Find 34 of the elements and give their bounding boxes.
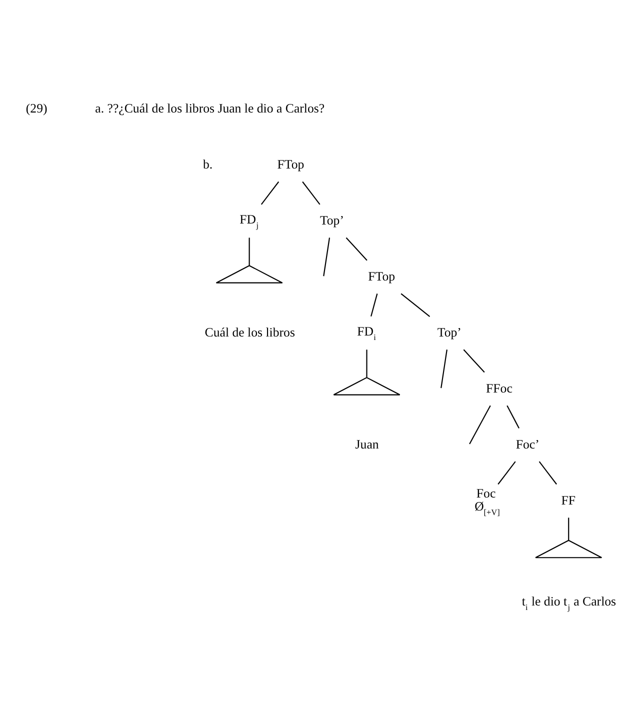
connector [469, 405, 491, 444]
node-text: Foc’ [516, 437, 540, 452]
node-text: FD$_{j}$ [240, 212, 258, 230]
connector [538, 461, 557, 485]
connector [463, 349, 485, 373]
connector [346, 237, 368, 261]
label: (29) [26, 102, 48, 116]
node-text: Top’ [320, 214, 344, 228]
node-label: Cuál de los libros [204, 325, 295, 340]
connector [400, 293, 430, 317]
connector [248, 238, 250, 266]
node-text: FF [561, 493, 576, 508]
node-text: FFoc [486, 381, 512, 396]
connector [568, 518, 570, 540]
label: a. ??¿Cuál de los libros Juan le dio a Carlos? [95, 102, 325, 116]
node-text: FTop [277, 158, 304, 172]
connector [323, 238, 330, 276]
connector [440, 350, 448, 388]
node-text: Top’ [437, 325, 462, 340]
node-triangle [216, 265, 283, 284]
connector [370, 294, 378, 316]
connector [260, 181, 280, 205]
node-triangle [333, 376, 400, 396]
connector [506, 405, 520, 429]
node-label: Juan [355, 437, 379, 452]
connector [366, 350, 368, 378]
connector [302, 181, 320, 205]
node-text: FD$_{i}$ [357, 324, 376, 342]
node-triangle [535, 540, 602, 558]
node-text: FTop [368, 269, 396, 284]
node-label: t$_{i}$ le dio t$_{j}$ a Carlos [522, 594, 616, 612]
label: b. [202, 158, 213, 172]
connector [498, 461, 516, 485]
node-text: Foc Ø$_{[+V]}$ [474, 486, 500, 517]
